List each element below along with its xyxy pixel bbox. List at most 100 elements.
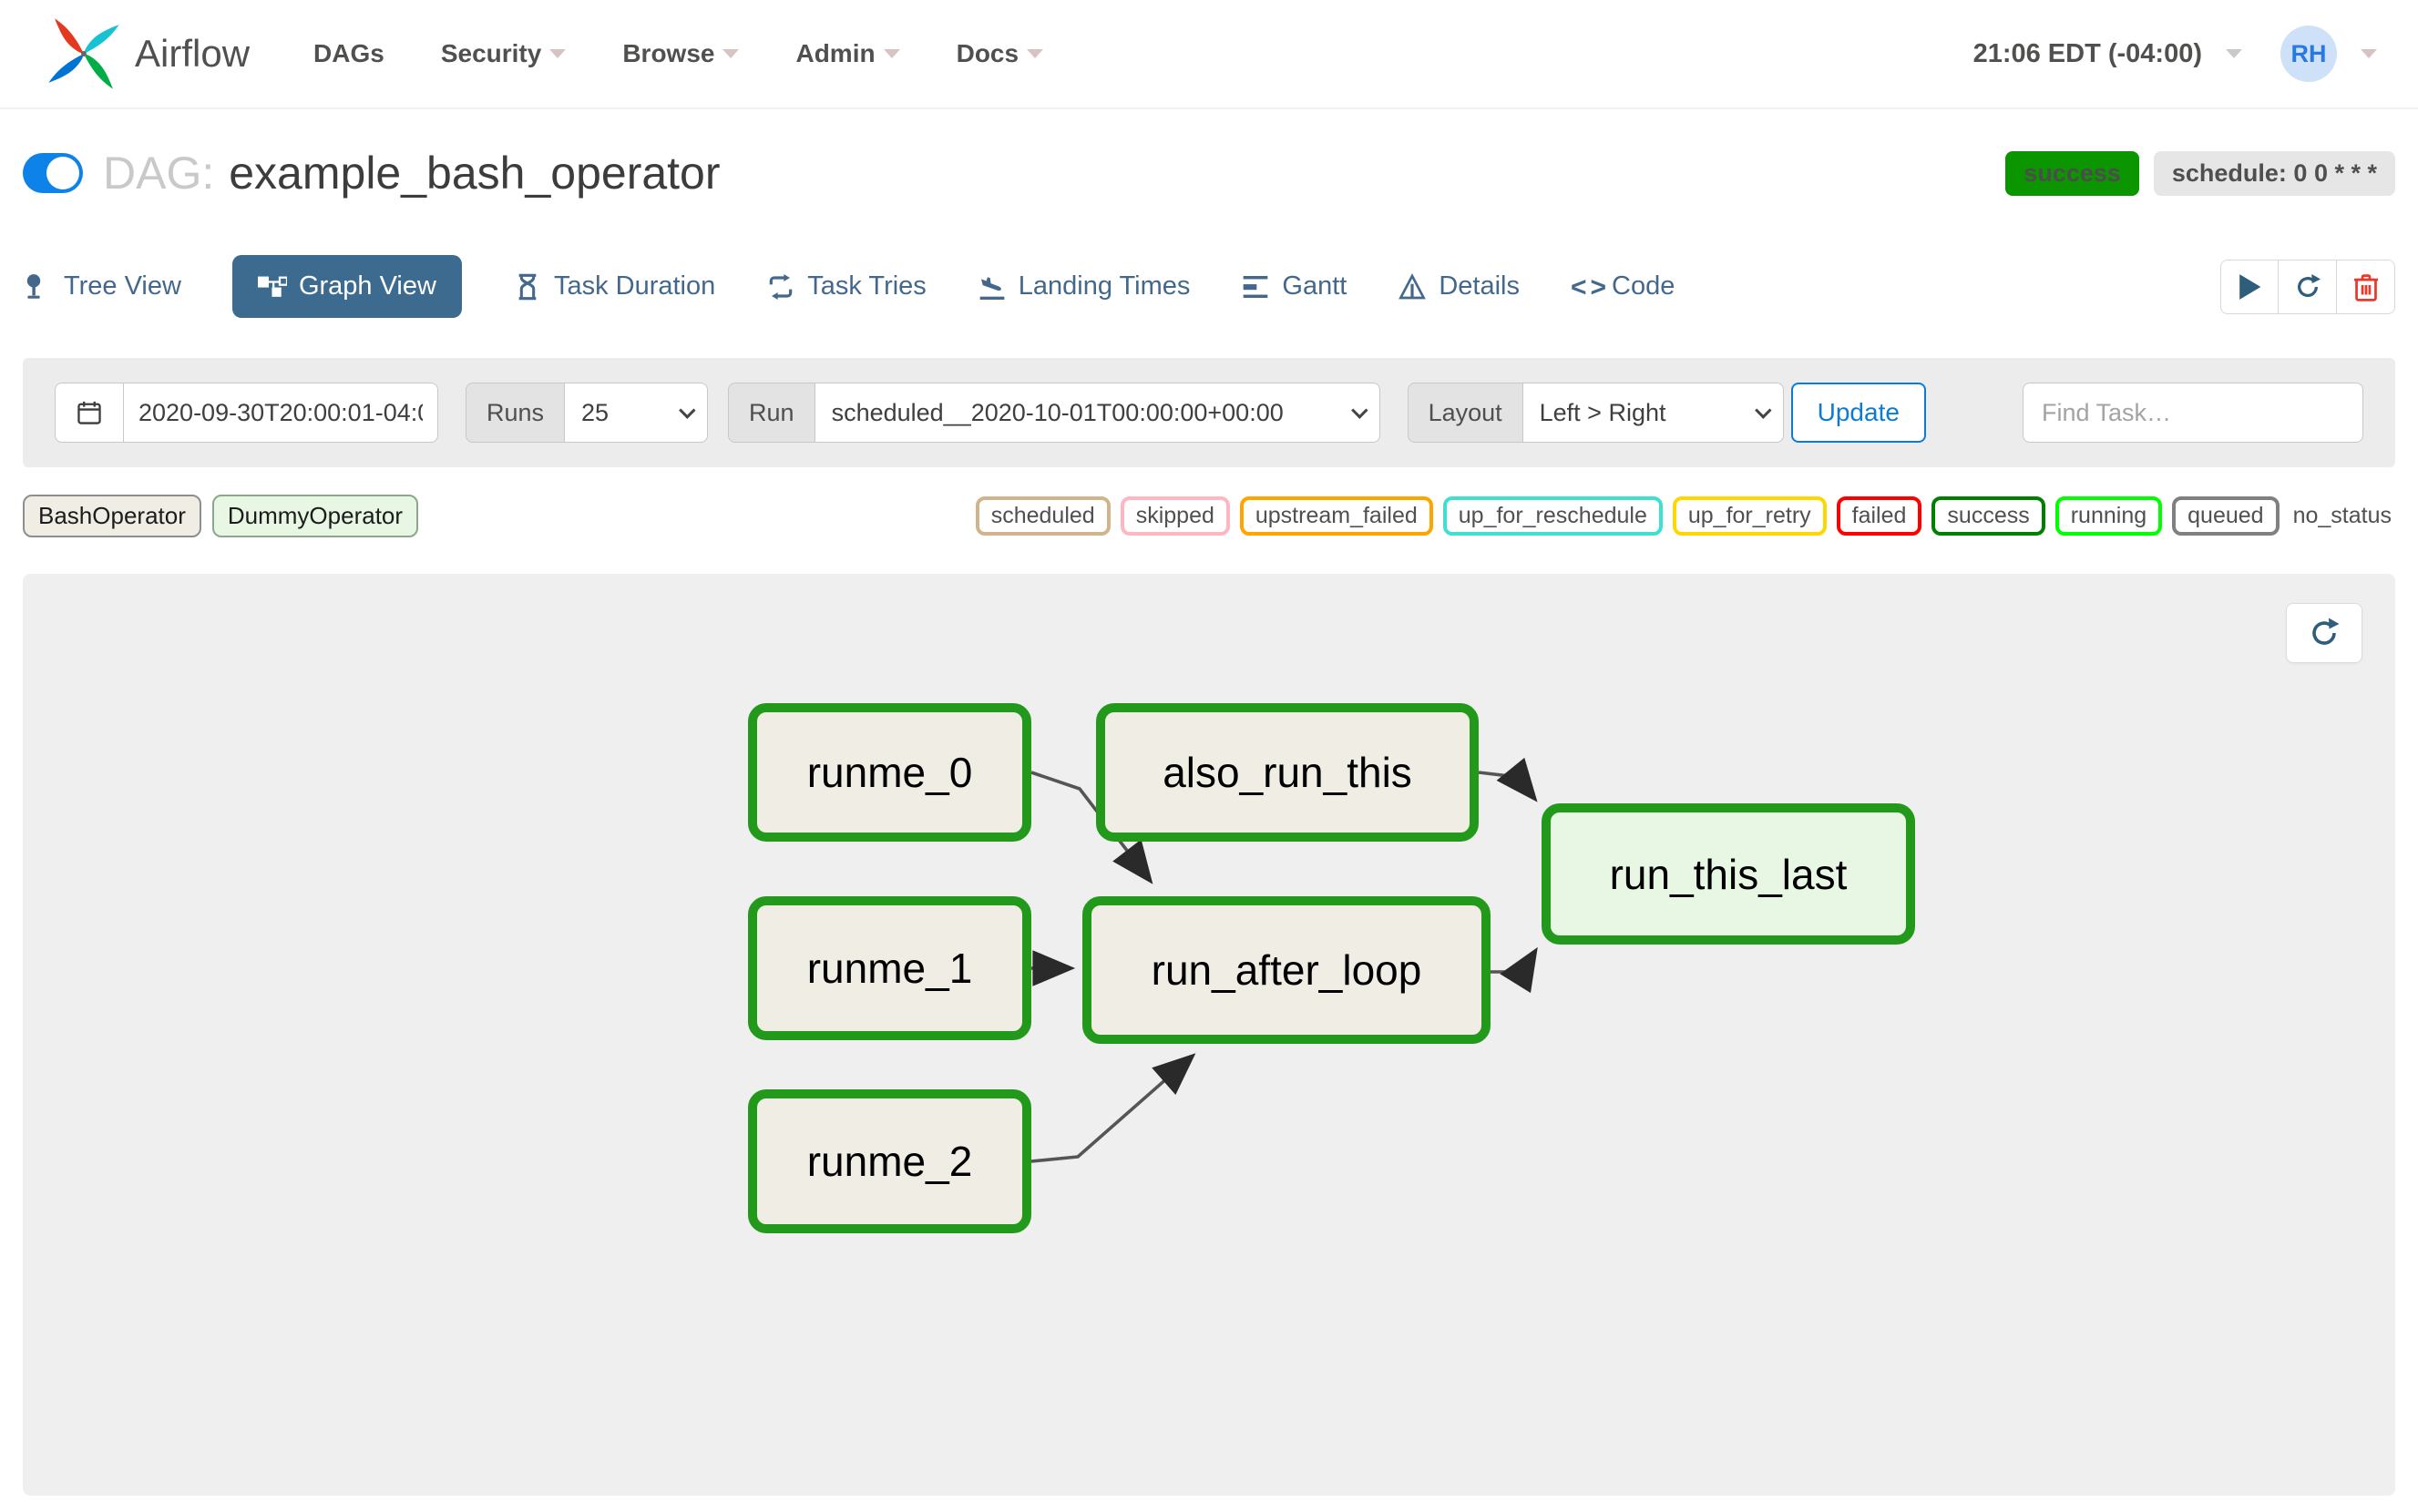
nav-item-label: Docs	[956, 39, 1019, 67]
nav-item-admin[interactable]: Admin	[795, 39, 900, 68]
task-node-label: also_run_this	[1163, 749, 1412, 796]
operator-badge-dummyoperator: DummyOperator	[211, 495, 419, 537]
edge-also-run-this-to-run-this-last	[1478, 757, 1538, 802]
dag-label: DAG:	[103, 148, 215, 199]
task-node-label: run_after_loop	[1151, 946, 1422, 994]
state-badge-success: success	[1931, 496, 2045, 536]
task-node-label: runme_1	[806, 945, 973, 992]
clock-chevron-down-icon[interactable]	[2226, 49, 2242, 58]
chevron-down-icon	[679, 401, 696, 419]
filter-bar: Runs 25 Run scheduled__2020-10-01T00:00:…	[23, 358, 2395, 467]
navbar-menu: DAGs Security Browse Admin Docs	[313, 39, 1044, 68]
task-node-runme-0[interactable]: runme_0	[748, 703, 1031, 842]
code-icon: <>	[1571, 271, 1611, 302]
tab-label: Code	[1612, 271, 1675, 301]
tab-task-tries[interactable]: Task Tries	[766, 255, 927, 318]
user-chevron-down-icon[interactable]	[2361, 49, 2377, 58]
task-node-label: run_this_last	[1609, 850, 1848, 898]
task-node-runme-1[interactable]: runme_1	[748, 896, 1031, 1040]
runs-select[interactable]: 25	[565, 383, 709, 443]
landing-times-icon	[978, 272, 1007, 301]
dag-pause-toggle[interactable]	[23, 153, 83, 193]
tab-gantt[interactable]: Gantt	[1241, 255, 1347, 318]
chevron-down-icon	[883, 49, 900, 58]
view-tabs: Tree View Graph View Task Duration Task Tri…	[23, 255, 1675, 318]
dag-schedule-badge[interactable]: schedule: 0 0 * * *	[2153, 150, 2395, 196]
airflow-brand[interactable]: Airflow	[46, 15, 250, 92]
chevron-down-icon	[549, 49, 567, 58]
tab-task-duration[interactable]: Task Duration	[513, 255, 715, 318]
details-icon	[1398, 272, 1427, 301]
state-badge-scheduled: scheduled	[975, 496, 1111, 536]
dag-run-state-badge: success	[2005, 150, 2139, 196]
state-badge-failed: failed	[1836, 496, 1922, 536]
delete-dag-button[interactable]	[2337, 259, 2395, 314]
dag-actions-toolbar	[2220, 259, 2395, 314]
refresh-icon	[2297, 273, 2321, 297]
nav-item-label: Admin	[795, 39, 876, 67]
play-icon	[2239, 273, 2261, 300]
run-select[interactable]: scheduled__2020-10-01T00:00:00+00:00	[815, 383, 1380, 443]
layout-label: Layout	[1407, 383, 1523, 443]
tab-code[interactable]: <>Code	[1571, 255, 1675, 318]
task-duration-icon	[513, 272, 542, 301]
calendar-button[interactable]	[55, 383, 124, 443]
dag-header: DAG: example_bash_operator success sched…	[0, 109, 2418, 237]
trigger-dag-button[interactable]	[2220, 259, 2279, 314]
refresh-dag-button[interactable]	[2279, 259, 2337, 314]
state-badge-up-for-reschedule: up_for_reschedule	[1442, 496, 1663, 536]
nav-item-label: Security	[440, 39, 542, 67]
state-badge-running: running	[2054, 496, 2163, 536]
layout-select[interactable]: Left > Right	[1522, 383, 1784, 443]
tree-view-icon	[23, 272, 52, 301]
nav-item-label: Browse	[622, 39, 715, 67]
base-date-input[interactable]	[124, 383, 438, 443]
layout-select-value: Left > Right	[1539, 398, 1666, 426]
chevron-down-icon	[1754, 401, 1772, 419]
tab-graph-view[interactable]: Graph View	[231, 255, 462, 318]
task-tries-icon	[766, 272, 795, 301]
refresh-icon	[2312, 618, 2340, 645]
find-task-input[interactable]	[2023, 383, 2363, 443]
dag-graph-canvas[interactable]: runme_0 also_run_this run_this_last runme_1…	[23, 574, 2395, 1496]
tab-label: Landing Times	[1018, 271, 1191, 301]
calendar-icon	[77, 401, 101, 424]
runs-select-value: 25	[581, 398, 610, 426]
tab-label: Task Tries	[807, 271, 927, 301]
tab-tree-view[interactable]: Tree View	[23, 255, 181, 318]
tab-landing-times[interactable]: Landing Times	[978, 255, 1191, 318]
state-label-no-status: no_status	[2292, 503, 2392, 528]
state-badge-skipped: skipped	[1120, 496, 1230, 536]
graph-refresh-button[interactable]	[2286, 603, 2362, 663]
edge-runme-2-to-run-after-loop	[1030, 1053, 1196, 1163]
view-tabs-row: Tree View Graph View Task Duration Task Tri…	[0, 255, 2418, 318]
task-node-run-after-loop[interactable]: run_after_loop	[1082, 896, 1491, 1044]
user-avatar[interactable]: RH	[2280, 26, 2337, 82]
task-node-label: runme_2	[806, 1138, 973, 1185]
toggle-knob	[46, 157, 79, 189]
edge-run-after-loop-to-run-this-last	[1491, 946, 1538, 994]
operator-badge-bashoperator: BashOperator	[23, 495, 201, 537]
task-node-label: runme_0	[806, 749, 973, 796]
state-badge-queued: queued	[2172, 496, 2280, 536]
nav-item-security[interactable]: Security	[441, 39, 567, 68]
task-node-run-this-last[interactable]: run_this_last	[1542, 803, 1915, 945]
graph-edges	[1030, 757, 1538, 1163]
nav-item-browse[interactable]: Browse	[622, 39, 740, 68]
tab-details[interactable]: Details	[1398, 255, 1520, 318]
gantt-icon	[1241, 272, 1270, 301]
tab-label: Graph View	[298, 271, 436, 301]
update-button[interactable]: Update	[1790, 383, 1926, 443]
task-node-runme-2[interactable]: runme_2	[748, 1089, 1031, 1233]
tab-label: Tree View	[64, 271, 181, 301]
task-node-also-run-this[interactable]: also_run_this	[1096, 703, 1479, 842]
brand-name: Airflow	[135, 32, 251, 75]
nav-item-docs[interactable]: Docs	[956, 39, 1044, 68]
chevron-down-icon	[1027, 49, 1044, 58]
nav-item-dags[interactable]: DAGs	[313, 39, 384, 68]
run-select-value: scheduled__2020-10-01T00:00:00+00:00	[831, 398, 1284, 426]
